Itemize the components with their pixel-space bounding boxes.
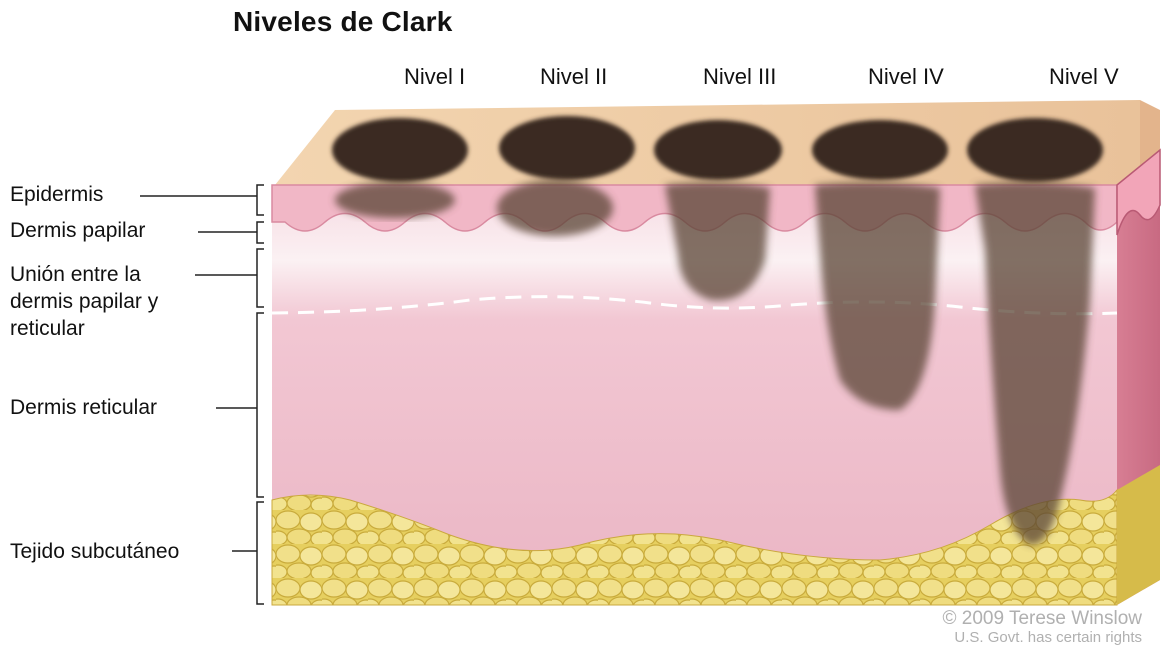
label-leader-lines xyxy=(140,196,257,551)
copyright-credit: © 2009 Terese Winslow U.S. Govt. has cer… xyxy=(942,609,1142,646)
melanoma-level-1 xyxy=(332,118,468,218)
credit-line-2: U.S. Govt. has certain rights xyxy=(942,629,1142,646)
credit-line-1: © 2009 Terese Winslow xyxy=(942,609,1142,629)
layer-brackets xyxy=(257,185,264,604)
